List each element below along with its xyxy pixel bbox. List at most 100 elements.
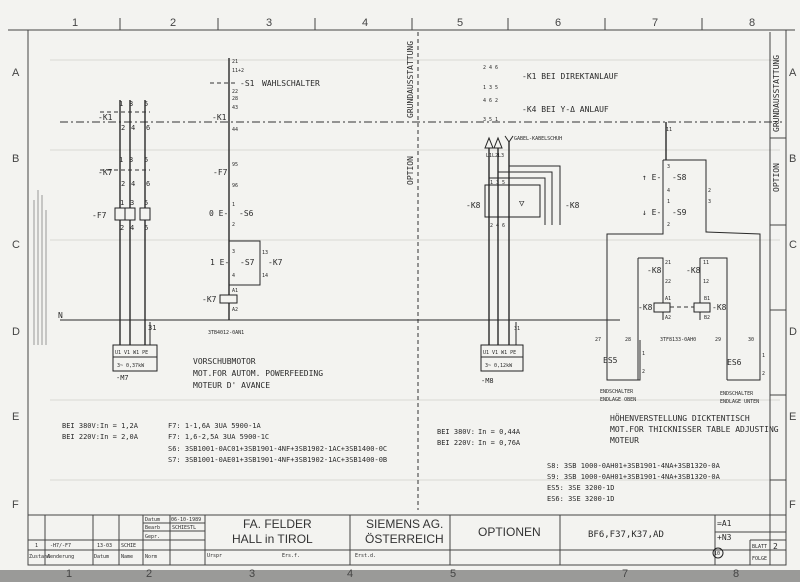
- title-block-codes-0-label: =A1: [717, 519, 732, 528]
- title-block-roles-0-label: Datum: [145, 517, 160, 523]
- left-circuit-parts-3-label: S7: 3SB1001-0AE01+3SB1901-4NF+3SB1902-1A…: [168, 456, 387, 464]
- left-circuit-terminals-top-1-label: 3: [130, 199, 134, 207]
- right-circuit-description-1-label: MOT.FOR THICKNISSER TABLE ADJUSTING: [610, 425, 779, 434]
- left-circuit-parts-2-label: S6: 3SB1001-0AC01+3SB1901-4NF+3SB1902-1A…: [168, 445, 387, 453]
- updown-circuit-s8-terms-0-label: 3: [667, 164, 670, 170]
- control-circuit-s7-label: -S7: [240, 258, 255, 267]
- title-block-small-labels-1-label: Ers.f.: [282, 553, 300, 559]
- control-circuit-k7-label: -K7: [268, 258, 283, 267]
- left-circuit-motor-id-label: -M7: [116, 374, 129, 382]
- right-circuit-k1-bot-label: 1 3 5: [483, 85, 498, 91]
- right-circuit-k8-bot-label: 2 4 6: [490, 223, 505, 229]
- diagram-line: [498, 171, 553, 225]
- updown-circuit-s9-label: -S9: [672, 208, 687, 217]
- title-block-revision-change-label: -H7/-F7: [50, 543, 71, 549]
- right-circuit-k1-label-label: -K1 BEI DIREKTANLAUF: [522, 72, 619, 81]
- updown-circuit-coil-b-terms-1-label: B2: [704, 315, 710, 321]
- left-circuit-terminals-bottom-0-label: 2: [121, 124, 125, 132]
- right-circuit-cable-label: GABEL-KABELSCHUH: [514, 136, 562, 142]
- k7-label: -K7: [98, 168, 113, 177]
- left-circuit-pe-num-label: 31: [148, 324, 156, 332]
- control-circuit-s1-terms-0-label: 21: [232, 59, 238, 65]
- control-circuit-s1-terms-1-label: 11+2: [232, 68, 244, 74]
- updown-circuit-coil-b-label: -K8: [712, 303, 727, 312]
- grid-rows-2-label: C: [789, 239, 797, 251]
- left-circuit-description-0-label: VORSCHUBMOTOR: [193, 357, 256, 366]
- right-circuit-description-2-label: MOTEUR: [610, 436, 639, 445]
- left-circuit-terminals-bottom-0-label: 2: [121, 180, 125, 188]
- updown-circuit-terminals-0-label: 27: [595, 337, 601, 343]
- control-circuit-k1-label: -K1: [212, 113, 227, 122]
- left-circuit-currents-0-voltage-label: BEI 380V:: [62, 422, 100, 430]
- title-block-revision-date-label: 13-03: [97, 543, 112, 549]
- grid-rows-4-label: E: [789, 411, 796, 423]
- right-circuit-phases-label: L1L2L3: [486, 153, 504, 159]
- left-circuit-currents-1-current-label: In = 2,0A: [100, 433, 139, 441]
- section-labels-basic-label: GRUNDAUSSTATTUNG: [406, 41, 415, 118]
- control-circuit-k1-term-label: 44: [232, 127, 238, 133]
- margin-notice: [33, 190, 47, 345]
- left-circuit-terminals-bottom-1-label: 4: [130, 224, 134, 232]
- updown-circuit-s9-terms-0-label: 1: [667, 199, 670, 205]
- diagram-line: [712, 547, 724, 559]
- control-circuit-f7-label: -F7: [213, 168, 228, 177]
- control-circuit-coil-terms-0-label: A1: [232, 288, 238, 294]
- updown-circuit-es6-label: ES6: [727, 358, 742, 367]
- grid-columns-4-label: 5: [457, 17, 463, 29]
- control-circuit-f7-terms-0-label: 95: [232, 162, 238, 168]
- grid-rows-0-label: A: [789, 67, 797, 79]
- title-block-small-labels-0-label: Urspr: [207, 553, 222, 559]
- control-circuit-f7-terms-1-label: 96: [232, 183, 238, 189]
- grid-columns-5-label: 6: [555, 17, 561, 29]
- updown-circuit-es6-text-0-label: ENDSCHALTER: [720, 391, 754, 397]
- grid-rows-2-label: C: [12, 239, 20, 251]
- title-block-next-label-label: FOLGE: [752, 556, 767, 562]
- updown-circuit-s8-label: -S8: [672, 173, 687, 182]
- updown-circuit-k8-a-terms-0-label: 21: [665, 260, 671, 266]
- left-circuit-terminals-bottom-0-label: 2: [120, 224, 124, 232]
- updown-circuit-k8-b-terms-1-label: 12: [703, 279, 709, 285]
- left-circuit-terminals-bottom-2-label: 6: [146, 124, 150, 132]
- title-block-revision-name-label: SCHIE: [121, 543, 136, 549]
- diagram-line: [0, 570, 800, 582]
- right-circuit-description-0-label: HÖHENVERSTELLUNG DICKTENTISCH: [610, 413, 750, 423]
- updown-circuit-terminals-1-label: 28: [625, 337, 631, 343]
- section-labels-option-label: OPTION: [772, 163, 781, 192]
- diagram-line: [606, 232, 664, 381]
- grid-columns-6-label: 7: [652, 17, 658, 29]
- left-circuit-terminals-top-1-label: 3: [129, 156, 133, 164]
- control-circuit-k7-terms-0-label: 13: [262, 250, 268, 256]
- grid-rows-5-label: F: [12, 499, 19, 511]
- title-block-roles-2-label: Gepr.: [145, 534, 160, 540]
- title-block-company-0-label: FA. FELDER: [243, 517, 312, 531]
- control-circuit-s6-terms-1-label: 2: [232, 222, 235, 228]
- title-block-small-labels-2-label: Erst.d.: [355, 553, 376, 559]
- diagram-line: [114, 207, 126, 221]
- grid-columns-6-label: 7: [622, 568, 628, 580]
- right-circuit-k8-left-label: -K8: [466, 201, 481, 210]
- left-circuit-currents-1-voltage-label: BEI 220V:: [62, 433, 100, 441]
- updown-circuit-coil-a-terms-1-label: A2: [665, 315, 671, 321]
- control-circuit-k7-terms-1-label: 14: [262, 273, 268, 279]
- right-circuit-parts-3-label: ES6: 3SE 3200-1D: [547, 495, 614, 503]
- updown-circuit-terminals-3-label: 30: [748, 337, 754, 343]
- title-block-sheet-label-label: BLATT: [752, 544, 767, 550]
- right-circuit-parts-0-label: S8: 3SB 1000-0AH01+3SB1901-4NA+3SB1320-0…: [547, 462, 721, 470]
- left-circuit-motor-terminals-label: U1 V1 W1 PE: [115, 350, 148, 356]
- right-circuit-motor-id-label: -M8: [481, 377, 494, 385]
- control-circuit-s1-terms-2-label: 22: [232, 89, 238, 95]
- grid-columns-0-label: 1: [66, 568, 72, 580]
- left-circuit-terminals-bottom-1-label: 4: [131, 180, 135, 188]
- grid-columns-1-label: 2: [146, 568, 152, 580]
- grid-rows-3-label: D: [789, 326, 797, 338]
- right-circuit-pe-num-label: 31: [514, 326, 520, 332]
- updown-circuit-es-terms-0-label: 1: [762, 353, 765, 359]
- updown-circuit-k8-a-label: -K8: [647, 266, 662, 275]
- grid-rows-5-label: F: [789, 499, 796, 511]
- left-circuit-description-2-label: MOTEUR D' AVANCE: [193, 381, 270, 390]
- right-circuit-motor-rating-label: 3~ 0,12kW: [485, 363, 513, 369]
- updown-circuit-es5-text-1-label: ENDLAGE OBEN: [600, 397, 636, 403]
- diagram-line: [638, 257, 664, 320]
- k1-label: -K1: [98, 113, 113, 122]
